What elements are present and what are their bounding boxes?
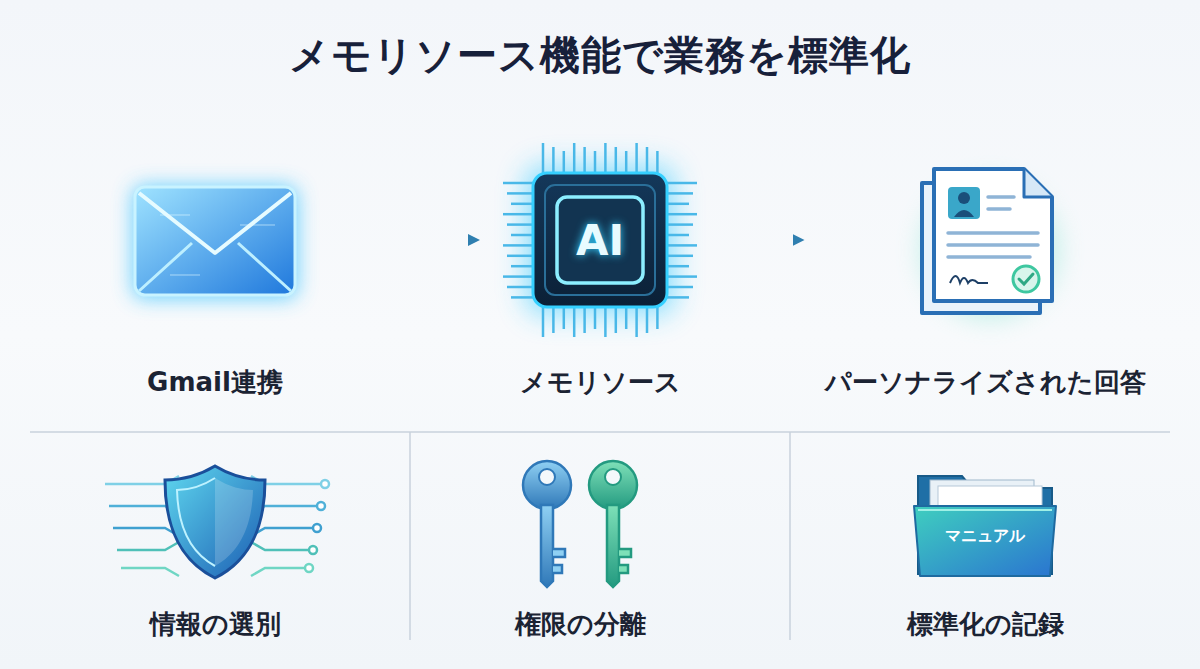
keys-item: 権限の分離 (495, 462, 665, 640)
doc-item: パーソナライズされた回答 (815, 140, 1156, 398)
shield-illustration (95, 462, 335, 582)
keys-icon (505, 462, 655, 582)
doc-icon (900, 140, 1070, 340)
item-label: パーソナライズされた回答 (825, 366, 1146, 398)
mail-illustration (120, 165, 310, 315)
item-label: 標準化の記録 (907, 608, 1064, 640)
diagram-title: メモリソース機能で業務を標準化 (0, 28, 1200, 83)
divider (789, 432, 791, 640)
item-label: Gmail連携 (147, 366, 283, 398)
mail-item: Gmail連携 (115, 140, 315, 398)
folder-item: マニュアル標準化の記録 (897, 462, 1074, 640)
item-label: メモリソース (520, 366, 681, 398)
chip-item: AI メモリソース (490, 140, 710, 398)
shield-item: 情報の選別 (90, 462, 340, 640)
chip-label: AI (576, 216, 624, 265)
doc-illustration (900, 155, 1070, 325)
mail-icon (125, 140, 305, 340)
folder-label: マニュアル (945, 526, 1025, 547)
shield-icon (100, 462, 330, 582)
flow-arrow (327, 238, 478, 242)
divider (30, 431, 1170, 433)
folder-icon: マニュアル (910, 462, 1060, 582)
keys-illustration (505, 457, 655, 587)
flow-arrow (722, 238, 803, 242)
folder-illustration (910, 462, 1060, 582)
divider (409, 432, 411, 640)
chip-icon: AI (500, 140, 700, 340)
item-label: 情報の選別 (150, 608, 281, 640)
item-label: 権限の分離 (515, 608, 646, 640)
